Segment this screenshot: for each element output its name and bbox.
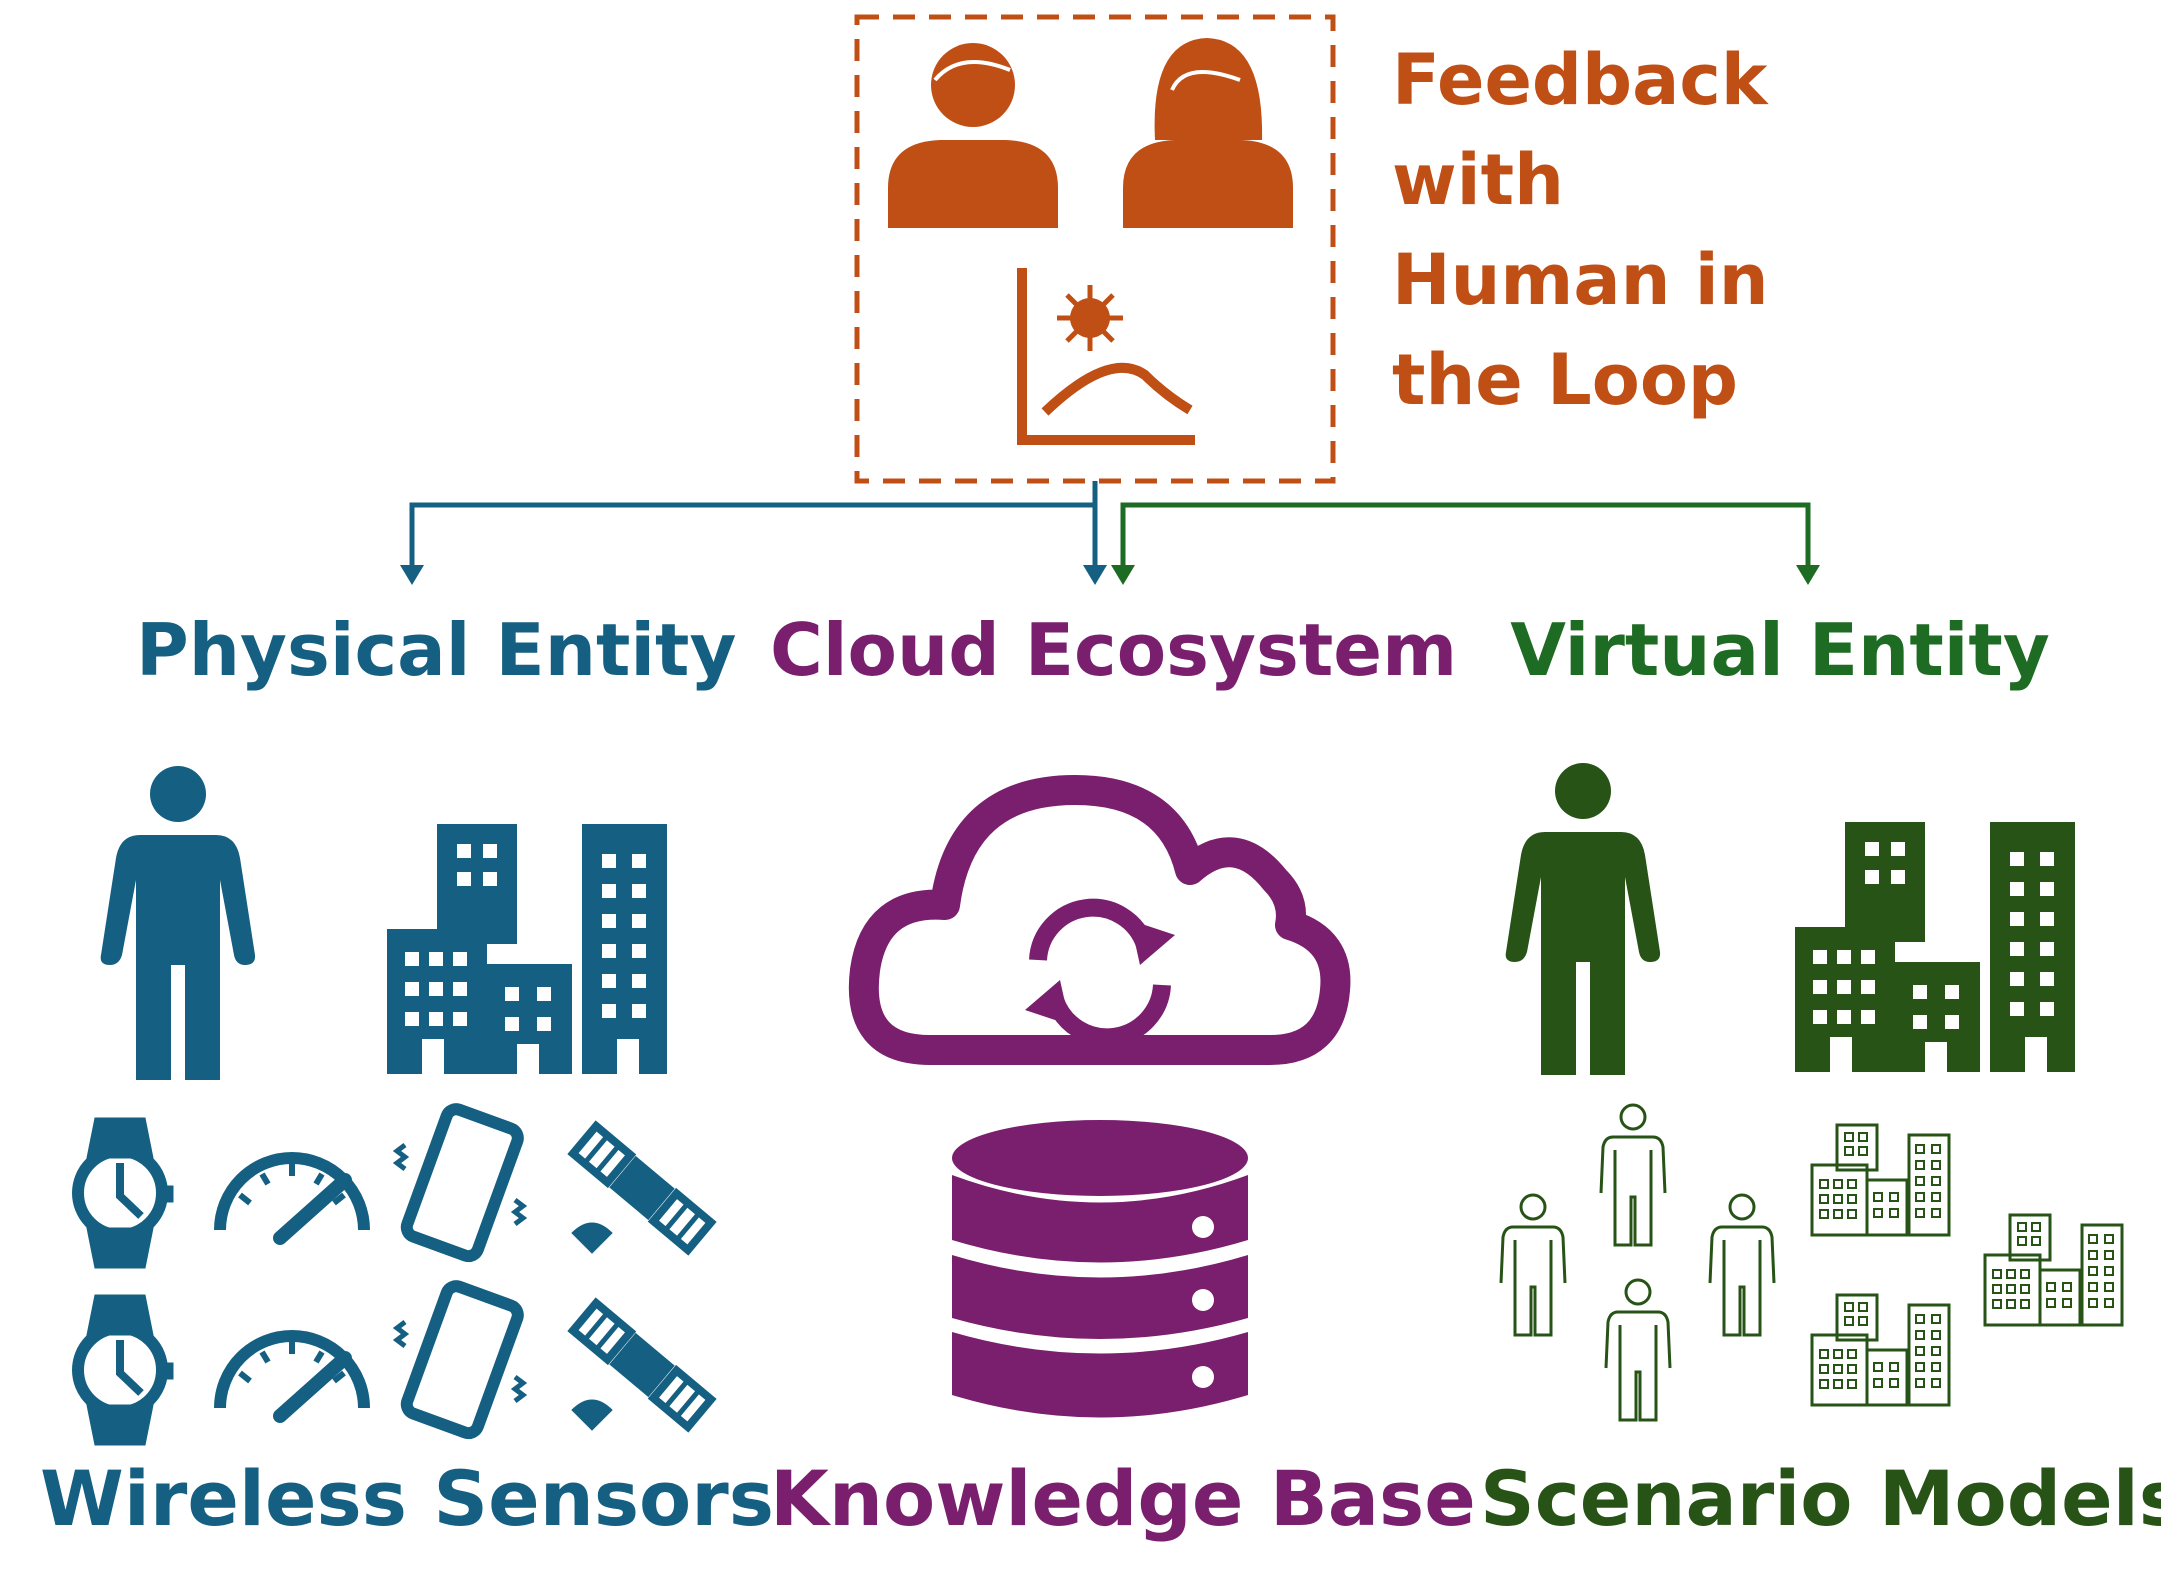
scenario-models-caption: Scenario Models xyxy=(1480,1454,2161,1543)
satellite-icon xyxy=(572,1124,713,1253)
virus-curve-chart-icon xyxy=(1017,268,1195,445)
feedback-dashed-box xyxy=(854,14,1336,484)
outline-person-icon xyxy=(1599,1103,1667,1247)
physical-arrowheads xyxy=(400,565,1107,585)
vibrating-phone-icon xyxy=(397,1106,523,1259)
virtual-connector xyxy=(1120,502,1811,570)
smartwatch-icon xyxy=(78,1118,173,1268)
physical-entity-title: Physical Entity xyxy=(136,608,737,692)
feedback-title: Feedback with Human in the Loop xyxy=(1392,30,1812,430)
feedback-line: Human in xyxy=(1392,239,1769,321)
physical-buildings-icon xyxy=(387,824,667,1074)
gauge-icon xyxy=(220,1336,364,1416)
feedback-line: with xyxy=(1392,139,1564,221)
physical-connector xyxy=(409,481,1098,570)
feedback-line: Feedback xyxy=(1392,39,1768,121)
outline-person-icon xyxy=(1499,1193,1567,1337)
knowledge-base-caption: Knowledge Base xyxy=(770,1454,1476,1543)
virtual-entity-title: Virtual Entity xyxy=(1510,608,2050,692)
virtual-buildings-icon xyxy=(1795,822,2075,1072)
cloud-sync-icon xyxy=(848,775,1351,1065)
virtual-arrowheads xyxy=(1111,565,1820,585)
outline-person-icon xyxy=(1708,1193,1776,1337)
person-female-icon xyxy=(1123,38,1293,228)
database-icon xyxy=(952,1120,1248,1418)
physical-person-icon xyxy=(100,766,256,1080)
gauge-icon xyxy=(220,1158,364,1238)
outline-buildings-icon xyxy=(1810,1123,1951,1237)
wireless-sensors-caption: Wireless Sensors xyxy=(40,1454,774,1543)
outline-person-icon xyxy=(1604,1278,1672,1422)
satellite-icon xyxy=(572,1301,713,1430)
person-male-icon xyxy=(888,43,1058,228)
cloud-ecosystem-title: Cloud Ecosystem xyxy=(770,608,1458,692)
vibrating-phone-icon xyxy=(397,1283,523,1436)
virtual-person-icon xyxy=(1505,763,1661,1075)
feedback-line: the Loop xyxy=(1392,339,1739,421)
outline-buildings-icon xyxy=(1983,1213,2124,1327)
outline-buildings-icon xyxy=(1810,1293,1951,1407)
smartwatch-icon xyxy=(78,1295,173,1445)
